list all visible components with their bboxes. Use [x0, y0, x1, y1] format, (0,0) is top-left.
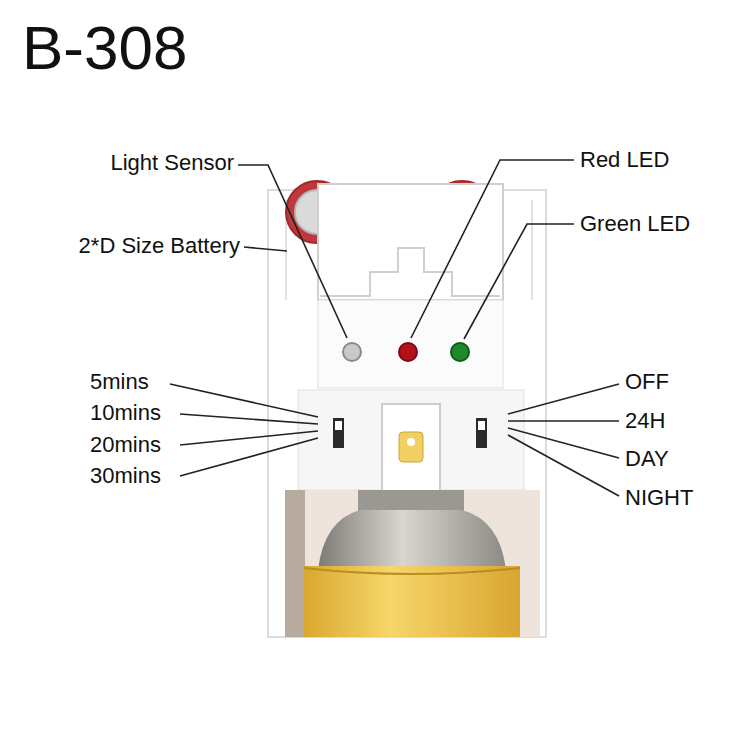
leader-line	[508, 435, 619, 496]
model-title: B-308	[22, 12, 187, 84]
part-label: Light Sensor	[110, 150, 234, 176]
switch-knob	[335, 421, 342, 430]
part-label: Red LED	[580, 147, 669, 173]
leader-line	[244, 247, 287, 251]
part-label: 5mins	[90, 369, 149, 395]
part-label: NIGHT	[625, 485, 693, 511]
leader-line	[180, 438, 318, 476]
leader-line	[508, 428, 619, 458]
nozzle-hole	[407, 438, 415, 446]
part-label: DAY	[625, 446, 669, 472]
part-label: 30mins	[90, 463, 161, 489]
leader-line	[508, 384, 619, 414]
leader-lines	[170, 160, 619, 496]
cover-notch	[320, 248, 500, 296]
switch-knob	[478, 421, 485, 430]
can-rim	[304, 568, 520, 574]
part-label: 2*D Size Battery	[79, 233, 240, 259]
red-led	[399, 343, 417, 361]
nozzle-housing	[382, 404, 440, 496]
can-neck	[358, 490, 464, 512]
aerosol-can	[304, 566, 520, 637]
part-label: 20mins	[90, 432, 161, 458]
part-label: 24H	[625, 408, 665, 434]
leader-line	[464, 224, 574, 339]
can-cavity	[285, 490, 540, 637]
leader-line	[180, 414, 318, 424]
part-label: 10mins	[90, 400, 161, 426]
green-led	[451, 343, 469, 361]
led-panel	[318, 300, 503, 388]
mode-switch	[476, 418, 487, 448]
leader-line	[508, 420, 619, 422]
leader-line	[411, 160, 574, 338]
nozzle	[399, 432, 423, 462]
battery-cover	[318, 184, 503, 300]
light-sensor	[343, 343, 361, 361]
housing-edge	[531, 200, 533, 300]
part-label: OFF	[625, 369, 669, 395]
cavity-shadow	[285, 490, 305, 637]
can-dome	[318, 510, 506, 570]
leader-line	[238, 165, 347, 338]
leader-line	[170, 384, 318, 417]
part-label: Green LED	[580, 211, 690, 237]
interval-switch	[333, 418, 344, 448]
